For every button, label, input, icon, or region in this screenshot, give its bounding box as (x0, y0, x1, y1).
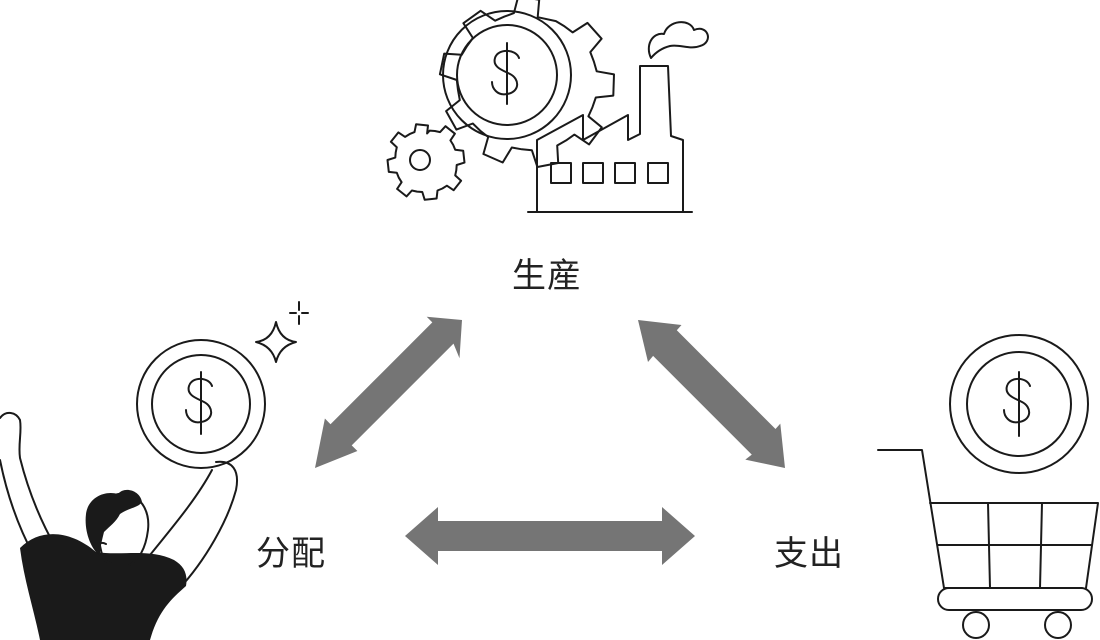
big-gear-icon (438, 0, 615, 168)
arrow-production-expenditure (638, 320, 785, 468)
label-distribution: 分配 (256, 534, 326, 574)
small-sparkle-icon (289, 301, 309, 325)
arrow-production-distribution (315, 316, 462, 468)
label-expenditure: 支出 (774, 534, 844, 574)
label-production: 生産 (512, 256, 582, 296)
expenditure-icon (877, 334, 1099, 639)
sparkle-icon (255, 321, 297, 363)
smoke-icon (647, 21, 709, 59)
production-icon (386, 0, 709, 213)
small-gear-icon (386, 123, 466, 201)
shirt-icon (20, 534, 187, 640)
distribution-icon (0, 301, 309, 640)
coin-icon (949, 334, 1089, 474)
arrow-distribution-expenditure (405, 507, 695, 565)
hair-icon (85, 489, 142, 556)
coin-icon (136, 339, 266, 469)
shopping-cart-icon (877, 449, 1099, 639)
factory-icon (527, 21, 709, 213)
